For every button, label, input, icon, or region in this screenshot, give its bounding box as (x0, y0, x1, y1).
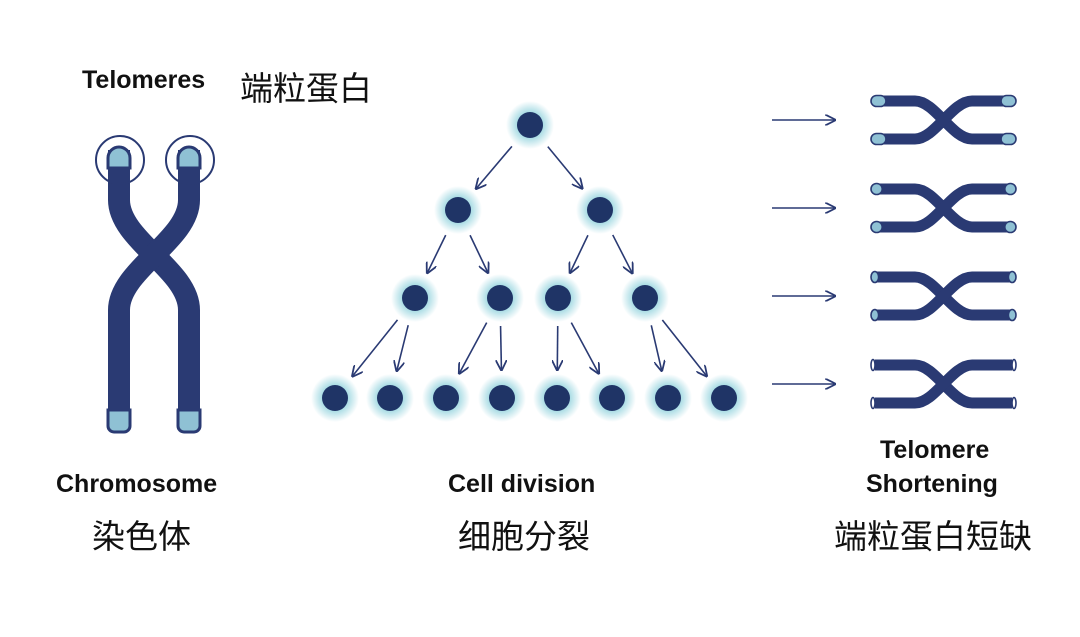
division-arrow (459, 322, 488, 374)
cell (545, 285, 571, 311)
shortening-label-en-line1: Telomere (880, 436, 990, 464)
division-arrow (427, 234, 447, 273)
chromosome-label-en: Chromosome (56, 470, 218, 498)
division-arrow (547, 146, 582, 189)
telomere-shortening-sequence (772, 94, 1017, 410)
small-chromosome (870, 358, 1017, 410)
chromosome-strand (875, 95, 1012, 145)
telomere-cap (1011, 396, 1017, 410)
division-arrow (476, 145, 513, 188)
cell (599, 385, 625, 411)
cell (487, 285, 513, 311)
telomere-cap-top-right (176, 145, 202, 170)
telomere-cap-bottom-right (176, 408, 202, 434)
telomere-cap (870, 270, 880, 284)
division-arrow (501, 325, 502, 370)
telomere-cap (870, 220, 884, 234)
chromosome-strand (875, 183, 1012, 233)
chromosome-arm-right (108, 150, 200, 430)
cell (402, 285, 428, 311)
cell-division-label-zh: 细胞分裂 (458, 517, 590, 556)
telomere-highlight-circle-left (95, 135, 145, 185)
telomere-cap (1007, 308, 1017, 322)
telomere-cap (1011, 358, 1017, 372)
cell (377, 385, 403, 411)
division-arrow (661, 319, 706, 376)
chromosome-strand (875, 359, 1012, 409)
cell-division-tree (311, 101, 748, 422)
cell (711, 385, 737, 411)
division-arrow (352, 319, 399, 376)
small-chromosome (870, 182, 1017, 234)
telomere-cap (870, 308, 880, 322)
small-chromosome (870, 94, 1017, 146)
cell (322, 385, 348, 411)
division-arrow (570, 322, 598, 374)
cell-division-label-en: Cell division (448, 470, 596, 498)
telomere-cap (1000, 94, 1017, 108)
telomere-cap (1000, 132, 1017, 146)
telomeres-label-en: Telomeres (82, 66, 206, 94)
division-arrow (397, 324, 409, 371)
division-arrow (650, 325, 661, 370)
cell (489, 385, 515, 411)
telomeres-label-zh: 端粒蛋白 (240, 69, 372, 108)
telomere-cap (870, 132, 887, 146)
division-arrow (570, 234, 589, 272)
small-chromosome (870, 270, 1017, 322)
division-arrow (612, 234, 633, 273)
telomere-cap (1007, 270, 1017, 284)
cell (517, 112, 543, 138)
chromosome-strand (875, 271, 1012, 321)
cell (445, 197, 471, 223)
chromosome-label-zh: 染色体 (92, 517, 191, 556)
telomere-cap (870, 94, 887, 108)
shortening-label-zh: 端粒蛋白短缺 (834, 517, 1032, 556)
telomere-cap (870, 358, 876, 372)
cell (587, 197, 613, 223)
cell (655, 385, 681, 411)
telomere-cap (870, 182, 884, 196)
cell (544, 385, 570, 411)
telomere-cap-top-left (106, 145, 132, 170)
chromosome-large (95, 135, 215, 434)
telomere-cap (870, 396, 876, 410)
cell (433, 385, 459, 411)
telomere-cap (1003, 182, 1017, 196)
telomere-highlight-circle-right (165, 135, 215, 185)
shortening-label-en-line2: Shortening (866, 470, 998, 498)
cell (632, 285, 658, 311)
telomere-cap (1003, 220, 1017, 234)
division-arrow (469, 234, 488, 272)
telomere-cap-bottom-left (106, 408, 132, 434)
